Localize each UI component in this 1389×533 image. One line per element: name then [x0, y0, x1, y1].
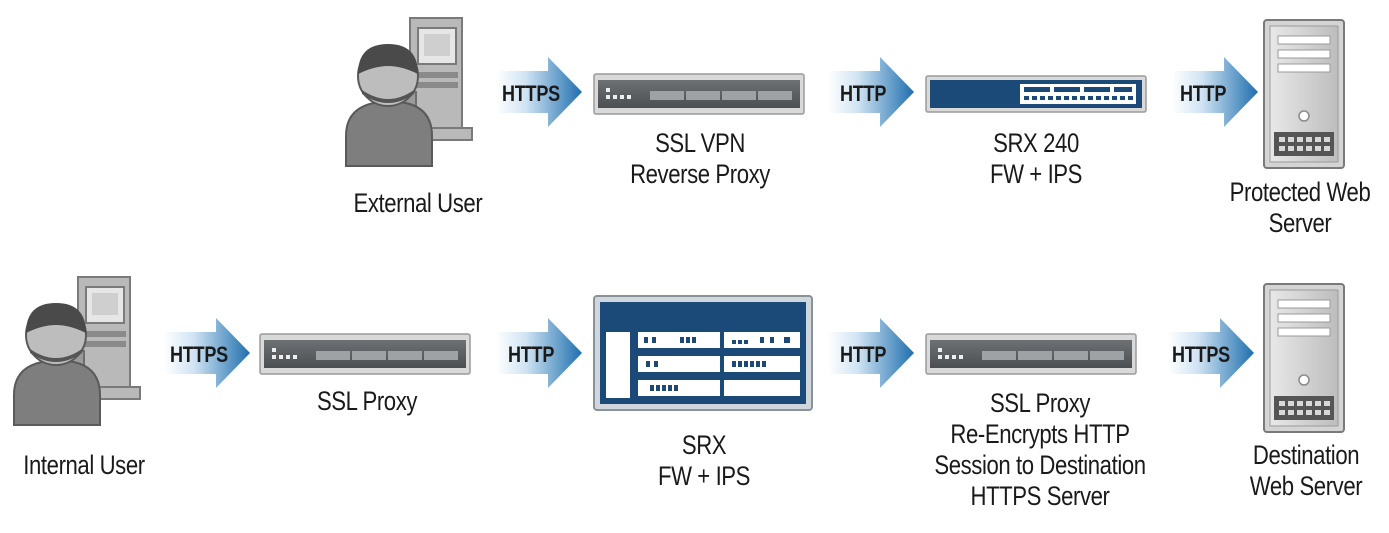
link-label-http: HTTP	[1180, 81, 1227, 106]
ssl-proxy-device-icon	[259, 333, 471, 375]
ssl-proxy-reencrypt-device-icon	[925, 333, 1137, 375]
ssl-vpn-device-icon	[593, 73, 805, 115]
external-user-label: External User	[353, 188, 483, 218]
link-label-https: HTTPS	[502, 81, 560, 106]
protected-server-icon	[1263, 19, 1345, 169]
link-label-https: HTTPS	[1172, 342, 1230, 367]
link-label-http: HTTP	[508, 342, 555, 367]
link-label-http: HTTP	[840, 81, 887, 106]
external-user-icon	[345, 17, 473, 167]
ssl-proxy-label: SSL Proxy	[316, 386, 418, 416]
destination-server-icon	[1263, 283, 1345, 433]
internal-user-icon	[13, 276, 141, 426]
srx-chassis-icon	[593, 295, 813, 411]
internal-user-label: Internal User	[23, 450, 145, 480]
link-label-https: HTTPS	[170, 342, 228, 367]
srx240-device-icon	[925, 75, 1147, 113]
link-label-http: HTTP	[840, 342, 887, 367]
